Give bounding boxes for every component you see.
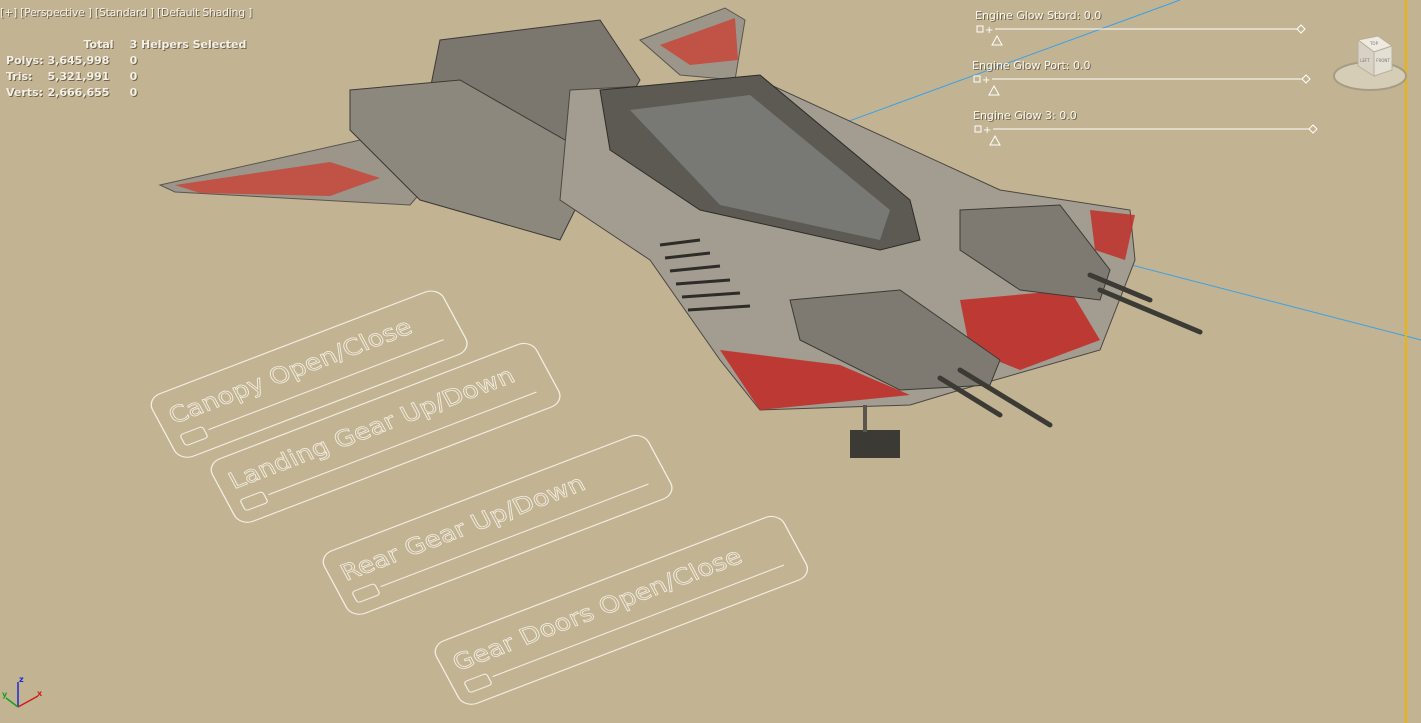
slider-label: Engine Glow 3: 0.0 bbox=[973, 109, 1077, 122]
slider-reset-box[interactable] bbox=[974, 125, 982, 133]
panel-label: Rear Gear Up/Down bbox=[336, 470, 590, 586]
svg-text:x: x bbox=[37, 689, 43, 698]
slider-label: Engine Glow Port: 0.0 bbox=[972, 59, 1091, 72]
slider-engine-glow-2[interactable]: Engine Glow 3: 0.0 + bbox=[973, 109, 1318, 149]
control-panel[interactable]: Gear Doors Open/Close bbox=[431, 513, 812, 709]
viewport-menu-plus[interactable]: [+] bbox=[0, 6, 17, 19]
slider-end-diamond-icon bbox=[1308, 124, 1318, 134]
slider-reset-box[interactable] bbox=[976, 25, 984, 33]
slider-plus[interactable]: + bbox=[982, 75, 990, 86]
safe-frame-line bbox=[1405, 0, 1407, 723]
viewport-label: [+] [Perspective ] [Standard ] [Default … bbox=[0, 6, 252, 19]
slider-engine-glow-0[interactable]: Engine Glow Stbrd: 0.0 + bbox=[975, 9, 1315, 49]
svg-text:z: z bbox=[19, 675, 24, 684]
viewport-menu-shading[interactable]: [Default Shading ] bbox=[156, 6, 252, 19]
viewcube[interactable]: TOP LEFT FRONT bbox=[1330, 32, 1410, 94]
panel-frame bbox=[434, 515, 809, 705]
grid-line bbox=[1119, 261, 1421, 341]
slider-label: Engine Glow Stbrd: 0.0 bbox=[975, 9, 1102, 22]
panel-slider-knob[interactable] bbox=[352, 583, 380, 603]
slider-plus[interactable]: + bbox=[983, 125, 991, 136]
panel-label: Gear Doors Open/Close bbox=[448, 543, 747, 676]
slider-reset-box[interactable] bbox=[973, 75, 981, 83]
svg-text:FRONT: FRONT bbox=[1376, 58, 1390, 63]
slider-engine-glow-1[interactable]: Engine Glow Port: 0.0 + bbox=[972, 59, 1312, 99]
viewport-menu-perspective[interactable]: [Perspective ] bbox=[20, 6, 92, 19]
viewcube-front-face[interactable] bbox=[1373, 45, 1393, 77]
slider-end-diamond-icon bbox=[1296, 24, 1306, 34]
landing-gear bbox=[850, 430, 900, 458]
slider-handle-triangle-icon[interactable] bbox=[989, 134, 1001, 146]
stats-header-selected: 3 Helpers Selected bbox=[129, 38, 247, 51]
svg-text:LEFT: LEFT bbox=[1360, 58, 1370, 63]
panel-slider-knob[interactable] bbox=[180, 426, 208, 446]
slider-end-diamond-icon bbox=[1301, 74, 1311, 84]
panel-frame bbox=[150, 290, 468, 458]
slider-handle-triangle-icon[interactable] bbox=[988, 84, 1000, 96]
slider-handle-triangle-icon[interactable] bbox=[991, 34, 1003, 46]
viewport-menu-standard[interactable]: [Standard ] bbox=[94, 6, 154, 19]
svg-text:y: y bbox=[2, 690, 8, 699]
stats-header-total: Total bbox=[83, 38, 114, 51]
svg-text:TOP: TOP bbox=[1369, 41, 1379, 46]
slider-plus[interactable]: + bbox=[985, 25, 993, 36]
panel-frame bbox=[322, 434, 673, 615]
panel-slider-knob[interactable] bbox=[464, 673, 492, 693]
panel-frame bbox=[210, 342, 561, 523]
panel-slider-knob[interactable] bbox=[240, 491, 268, 511]
axis-gizmo: z x y bbox=[2, 675, 43, 708]
spaceship-model[interactable] bbox=[158, 7, 1203, 458]
